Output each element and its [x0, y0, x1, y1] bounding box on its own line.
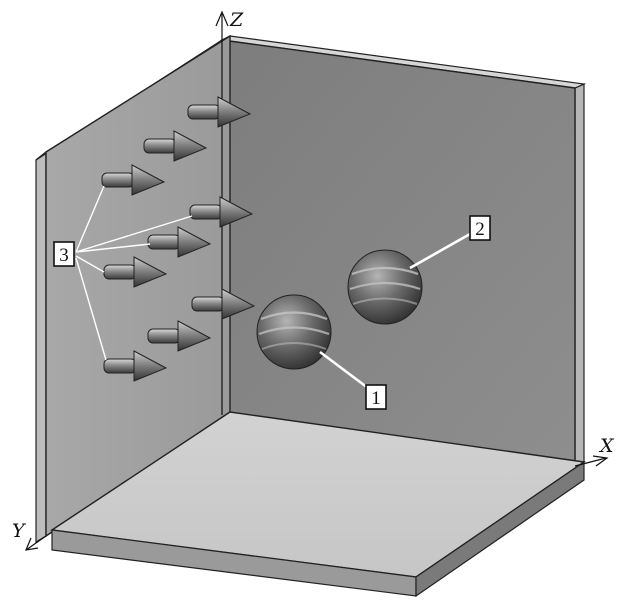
- callout-2-label: 2: [475, 219, 485, 240]
- callout-1-label: 1: [371, 388, 381, 409]
- arrow-icon: [191, 288, 256, 320]
- callout-1: 1: [365, 384, 387, 410]
- callout-3-label: 3: [59, 245, 69, 266]
- arrow-icon: [143, 130, 208, 162]
- y-axis: [25, 535, 47, 551]
- arrow-icon: [189, 196, 254, 228]
- y-axis-label: Y: [12, 520, 27, 542]
- arrow-icon: [187, 96, 252, 128]
- arrow-icon: [101, 164, 166, 196]
- left-wall: [35, 34, 231, 544]
- arrow-group: [101, 96, 256, 382]
- back-wall: [219, 35, 587, 467]
- arrow-icon: [147, 226, 212, 258]
- arrow-icon: [103, 350, 168, 382]
- sphere-2: [347, 249, 423, 325]
- z-axis-label: Z: [229, 9, 244, 31]
- arrow-icon: [147, 320, 212, 352]
- leader-lines: [75, 185, 471, 390]
- sphere-1: [256, 294, 332, 370]
- floor: [50, 411, 586, 598]
- callout-2: 2: [469, 215, 491, 241]
- callout-3: 3: [53, 241, 75, 267]
- x-axis: [574, 455, 609, 467]
- x-axis-label: X: [598, 435, 615, 457]
